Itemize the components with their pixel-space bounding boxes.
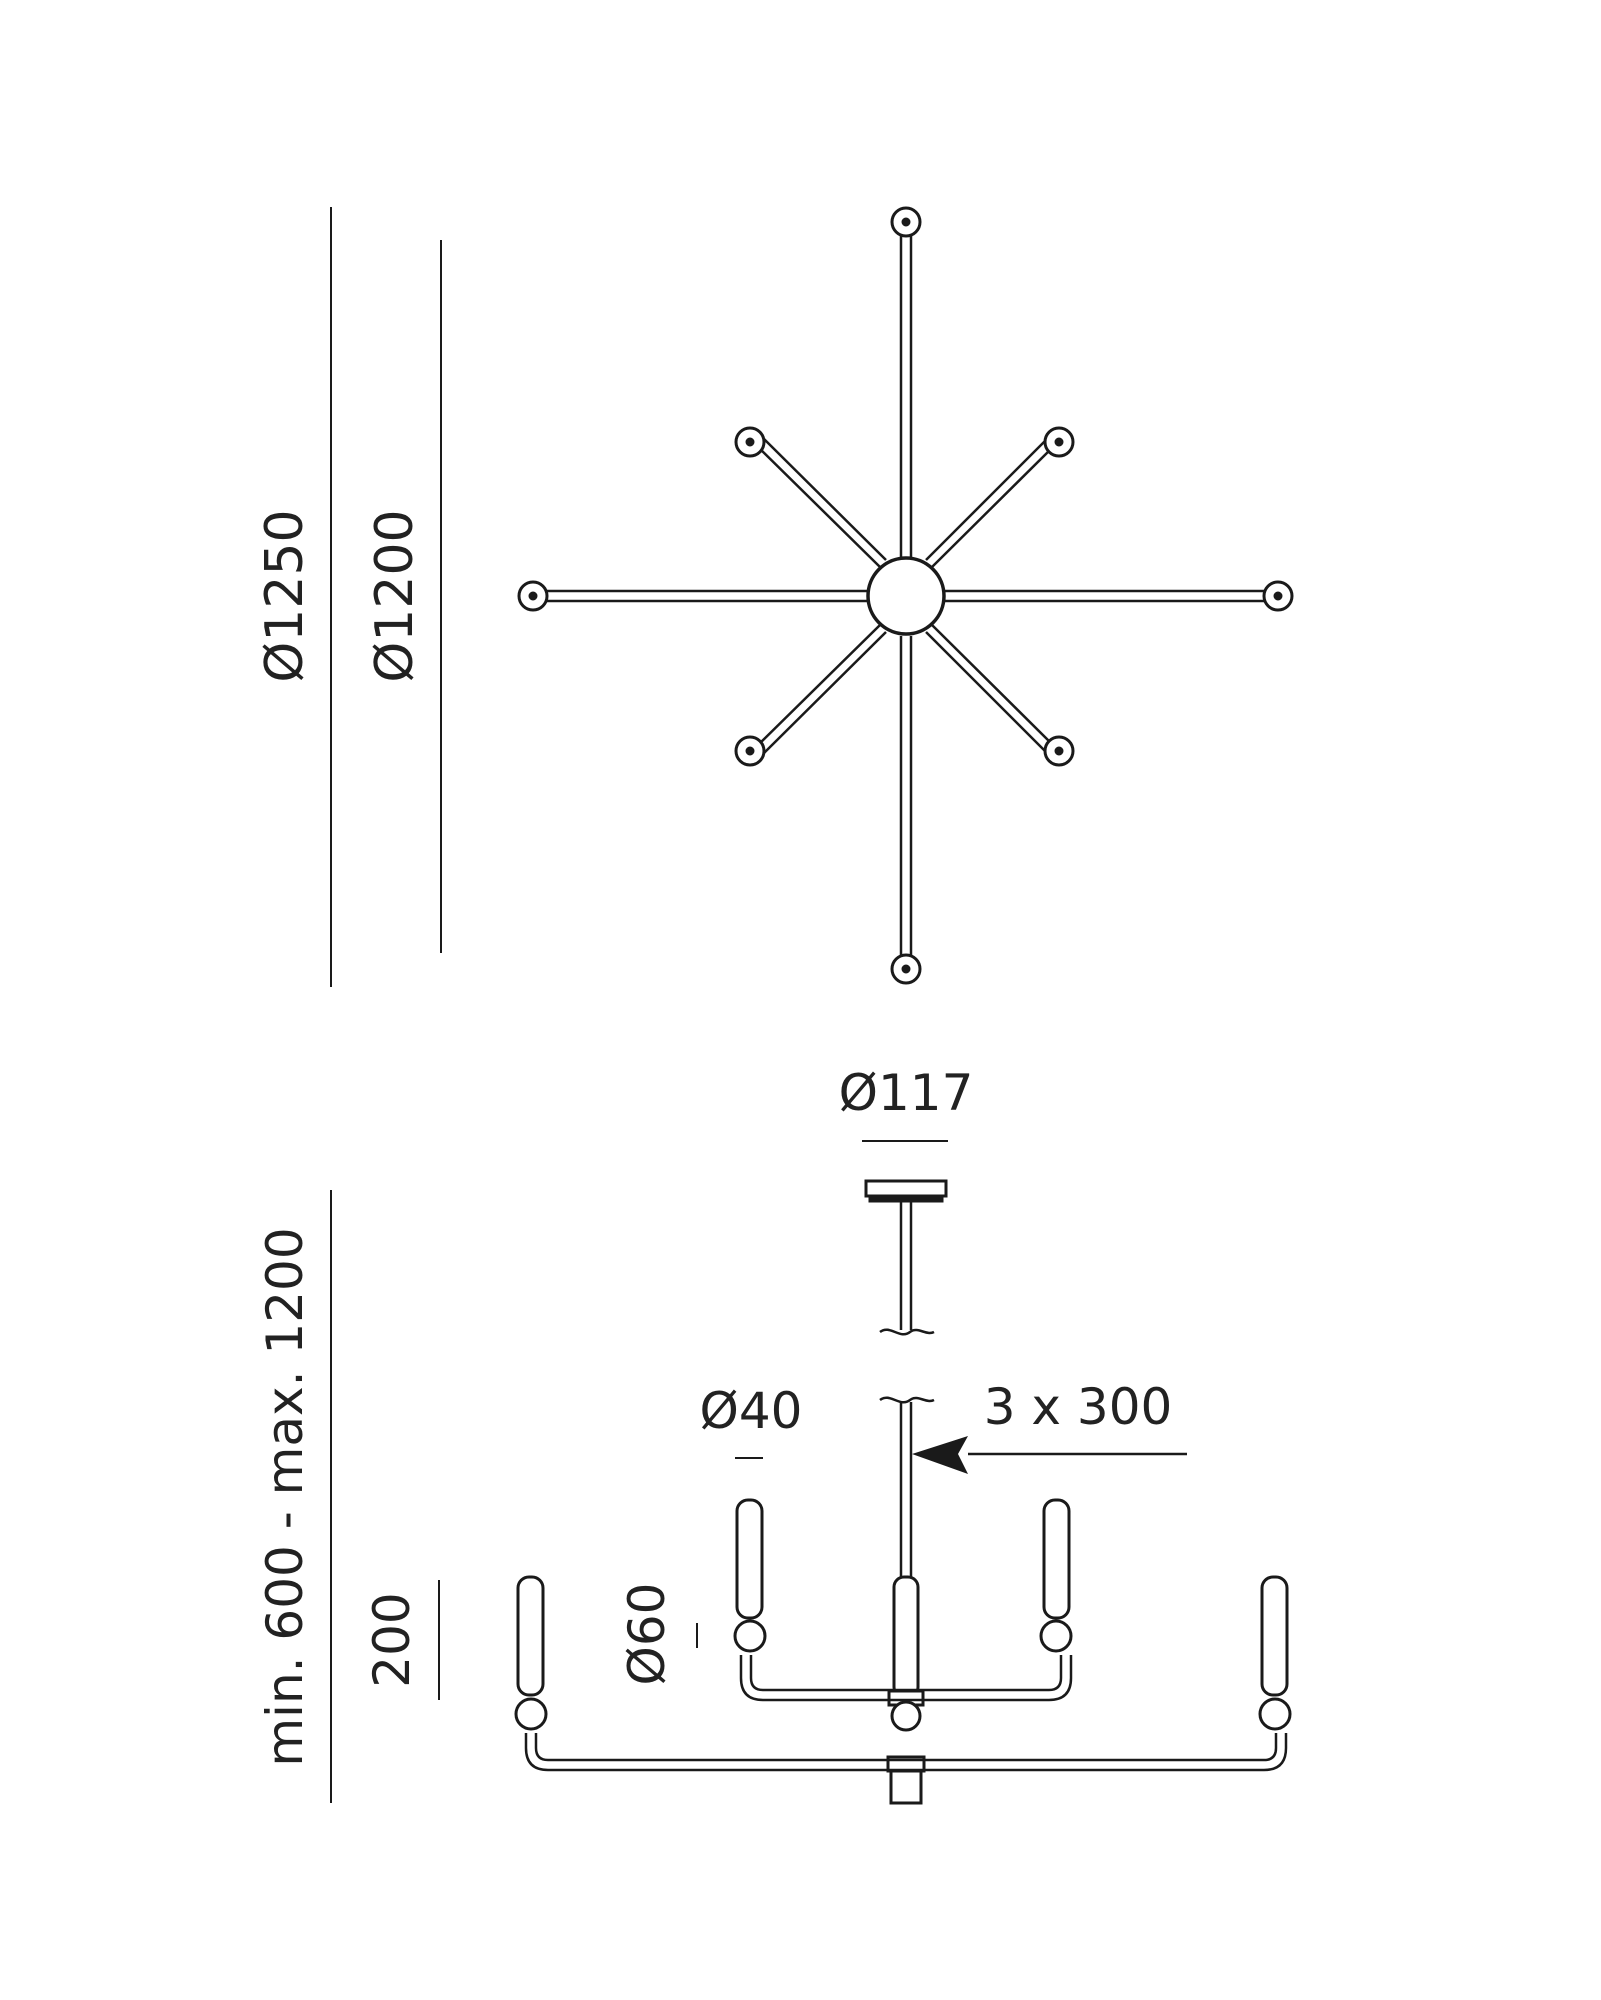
arms: [545, 234, 1265, 956]
lamp-upper-left: [733, 1498, 767, 1653]
end-caps: [517, 206, 1294, 985]
dim-label-cable: 3 x 300: [984, 1378, 1173, 1436]
lamp-lower-right: [1258, 1575, 1292, 1731]
end-cap-bottom: [890, 953, 922, 985]
top-view: Ø1250 Ø1200: [255, 206, 1294, 987]
suspension-rod: [879, 1201, 935, 1580]
end-cap-right: [1262, 580, 1294, 612]
lamp-lower-left: [514, 1575, 548, 1731]
dim-label-rod: Ø40: [700, 1382, 803, 1440]
dim-label-height: min. 600 - max. 1200: [256, 1227, 314, 1766]
dim-label-canopy: Ø117: [839, 1064, 974, 1122]
lower-arm: [524, 1733, 1288, 1772]
lamp-upper-right: [1039, 1498, 1073, 1653]
central-column: [886, 1575, 926, 1805]
end-cap-lower-right: [1043, 735, 1075, 767]
upper-arm: [739, 1655, 1073, 1702]
dim-label-outer: Ø1250: [255, 509, 315, 682]
end-cap-top: [890, 206, 922, 238]
dim-label-inner: Ø1200: [365, 509, 425, 682]
dim-label-globe: Ø60: [618, 1583, 676, 1686]
side-view: min. 600 - max. 1200 200 Ø117 Ø40 Ø60 3 …: [256, 1064, 1292, 1805]
arrow-head: [912, 1436, 968, 1474]
end-cap-lower-left: [734, 735, 766, 767]
end-cap-upper-left: [734, 426, 766, 458]
dim-label-tier: 200: [363, 1592, 421, 1687]
end-cap-left: [517, 580, 549, 612]
canopy: [864, 1179, 948, 1203]
end-cap-upper-right: [1043, 426, 1075, 458]
hub-circle: [866, 556, 946, 636]
lamps: [514, 1498, 1292, 1731]
